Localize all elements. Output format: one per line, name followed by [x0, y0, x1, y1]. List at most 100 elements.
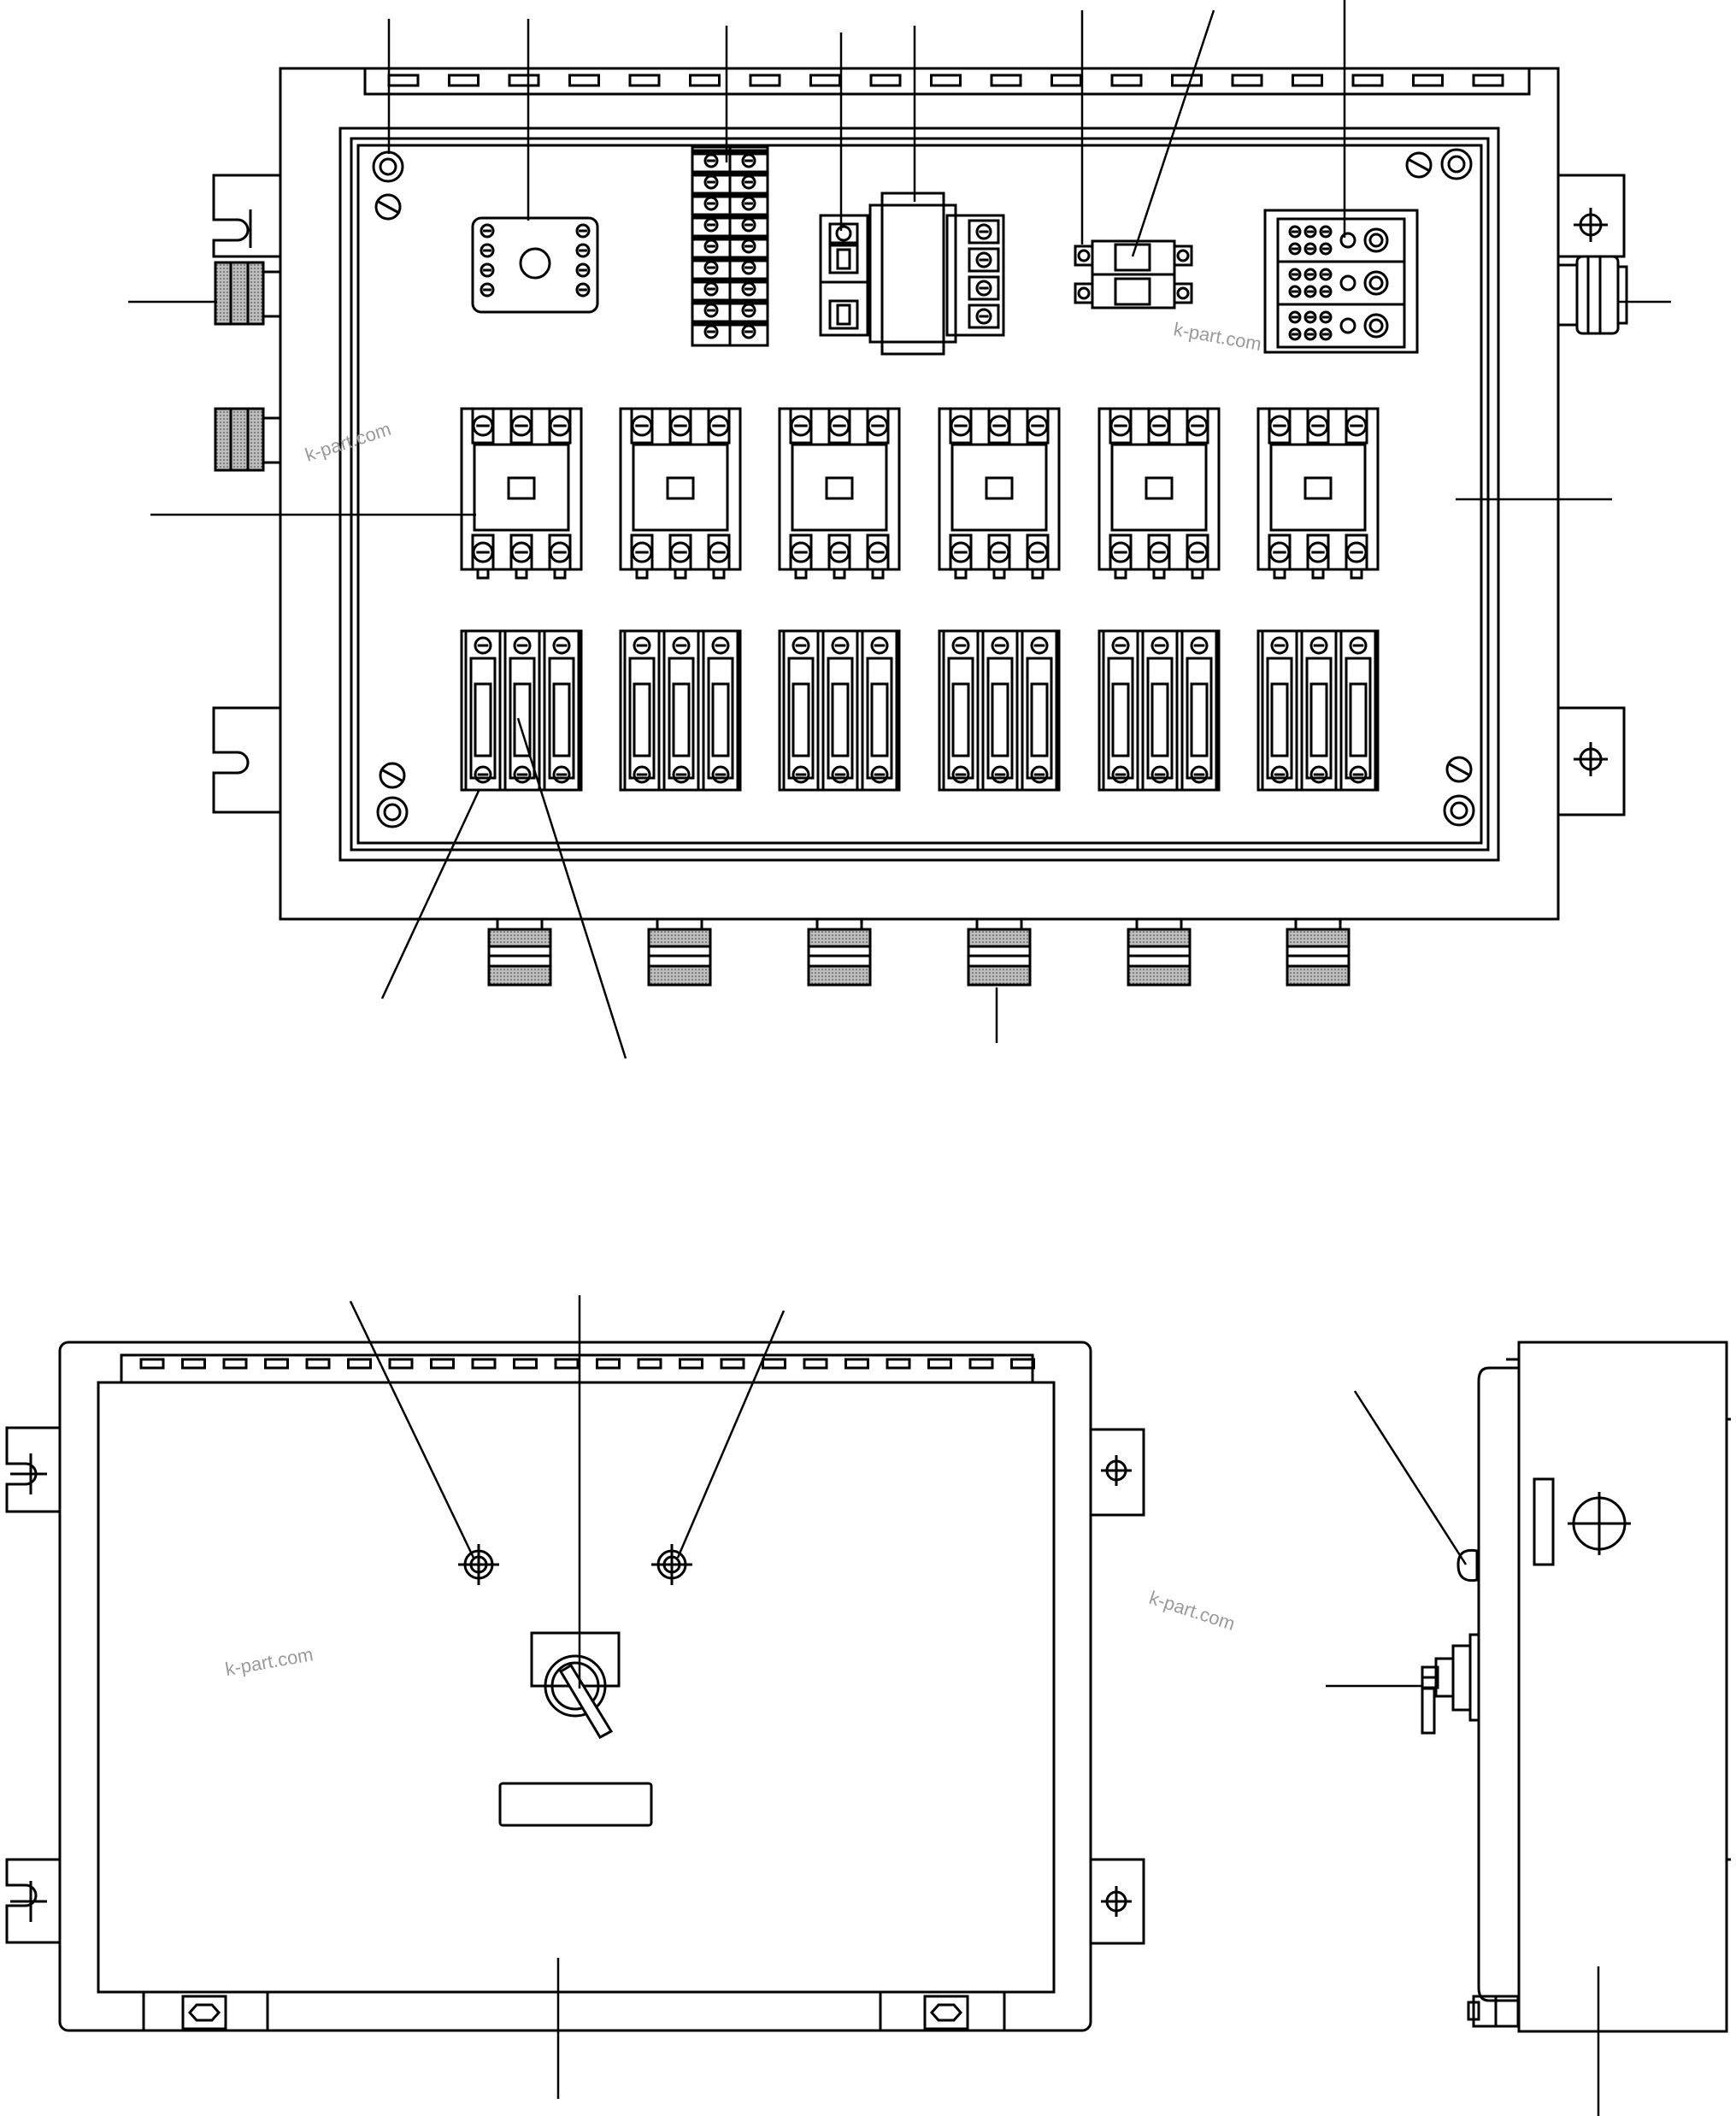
- circuit-breaker: [460, 629, 583, 792]
- bracket-bolt-icon: [249, 208, 1608, 776]
- right-bracket-lower: [1557, 706, 1626, 816]
- strip-slot: [886, 1358, 911, 1370]
- cable-gland: [647, 917, 712, 987]
- top-strip-slots: [387, 74, 1504, 87]
- enclosure-outer-frame: [279, 67, 1560, 921]
- door-strip-slots: [139, 1358, 1035, 1370]
- left-bracket-upper: [212, 174, 280, 258]
- left-bracket-lower: [212, 706, 280, 814]
- selector-switch: [530, 1631, 621, 1740]
- door-nameplate: [498, 1782, 653, 1827]
- contactor: [1098, 407, 1221, 580]
- strip-slot: [508, 74, 540, 87]
- left-cable-gland-upper: [214, 261, 282, 326]
- mounting-plate-inner-2: [356, 144, 1483, 845]
- side-body: [1517, 1341, 1728, 2033]
- control-transformer: [868, 192, 1005, 356]
- strip-slot: [448, 74, 480, 87]
- contactor: [778, 407, 901, 580]
- mounting-plate-inner: [350, 137, 1490, 852]
- side-latch-slot: [1533, 1477, 1555, 1566]
- enclosure-door-view: [5, 1295, 1145, 2099]
- strip-slot: [1472, 74, 1504, 87]
- circuit-breaker: [938, 629, 1061, 792]
- strip-slot: [689, 74, 721, 87]
- enclosure-side-view: [1326, 1341, 1731, 2116]
- strip-slot: [388, 1358, 414, 1370]
- strip-slot: [1171, 74, 1203, 87]
- door-hinges: [142, 1990, 1006, 2032]
- door-outer-frame: [58, 1341, 1092, 2032]
- strip-slot: [990, 74, 1022, 87]
- cable-gland: [967, 917, 1032, 987]
- left-cable-gland-lower: [214, 407, 282, 472]
- strip-slot: [803, 1358, 828, 1370]
- circuit-breaker: [778, 629, 901, 792]
- door-left-bracket-lower: [5, 1858, 60, 1944]
- strip-slot: [471, 1358, 497, 1370]
- strip-slot: [513, 1358, 538, 1370]
- strip-slot: [1110, 74, 1143, 87]
- strip-slot: [305, 1358, 331, 1370]
- strip-slot: [927, 1358, 952, 1370]
- side-pilot-lamp: [1456, 1548, 1479, 1583]
- strip-slot: [844, 1358, 869, 1370]
- terminal-block-stack: [691, 145, 769, 347]
- circuit-breaker: [619, 629, 742, 792]
- leader-lines-top: [128, 0, 1671, 1059]
- watermark-text: k-part.com: [1146, 1587, 1238, 1635]
- timer-relay: [471, 216, 599, 314]
- side-door: [1477, 1366, 1519, 2002]
- plate-corner-screws: [372, 148, 1475, 828]
- leader-lines-side: [1326, 1390, 1600, 2116]
- strip-slot: [1231, 74, 1263, 87]
- pilot-lamp-left: [458, 1544, 499, 1585]
- right-cable-gland: [1557, 255, 1628, 335]
- strip-slot: [222, 1358, 248, 1370]
- strip-slot: [762, 1358, 786, 1370]
- strip-slot: [628, 74, 661, 87]
- contactor: [460, 407, 583, 580]
- pilot-lamp-right: [651, 1544, 692, 1585]
- leader-lines-door: [349, 1295, 786, 2099]
- strip-slot: [720, 1358, 745, 1370]
- strip-slot: [930, 74, 962, 87]
- strip-slot: [1412, 74, 1444, 87]
- strip-slot: [430, 1358, 455, 1370]
- circuit-breaker: [1098, 629, 1221, 792]
- strip-slot: [637, 1358, 662, 1370]
- contactor-row: [460, 407, 1380, 580]
- watermark-text: k-part.com: [224, 1643, 315, 1680]
- cable-gland: [807, 917, 872, 987]
- contactor: [619, 407, 742, 580]
- control-fuse-holder: [819, 214, 869, 337]
- strip-slot: [554, 1358, 580, 1370]
- watermark-text: k-part.com: [1172, 318, 1263, 355]
- strip-slot: [1010, 1358, 1035, 1370]
- main-terminal-block: [1263, 209, 1419, 354]
- strip-slot: [1292, 74, 1323, 87]
- strip-slot: [387, 74, 420, 87]
- door-left-bracket-upper: [5, 1426, 60, 1513]
- strip-slot: [679, 1358, 703, 1370]
- strip-slot: [264, 1358, 289, 1370]
- strip-slot: [181, 1358, 206, 1370]
- strip-slot: [809, 74, 841, 87]
- cable-gland: [487, 917, 552, 987]
- mounting-plate: [338, 127, 1500, 862]
- side-knockout: [1568, 1492, 1631, 1555]
- strip-slot: [139, 1358, 165, 1370]
- strip-slot: [869, 74, 902, 87]
- contactor: [938, 407, 1061, 580]
- enclosure-open-view: [128, 0, 1671, 1059]
- side-hinge: [1467, 1995, 1520, 2028]
- door-right-bracket-upper: [1089, 1428, 1145, 1517]
- small-fuse-relay: [1074, 239, 1193, 309]
- cable-gland: [1286, 917, 1351, 987]
- circuit-breaker-row: [460, 629, 1380, 792]
- strip-slot: [596, 1358, 621, 1370]
- door-right-bracket-lower: [1089, 1858, 1145, 1945]
- circuit-breaker: [1256, 629, 1380, 792]
- door-bracket-bolt-icon: [10, 1453, 1132, 1922]
